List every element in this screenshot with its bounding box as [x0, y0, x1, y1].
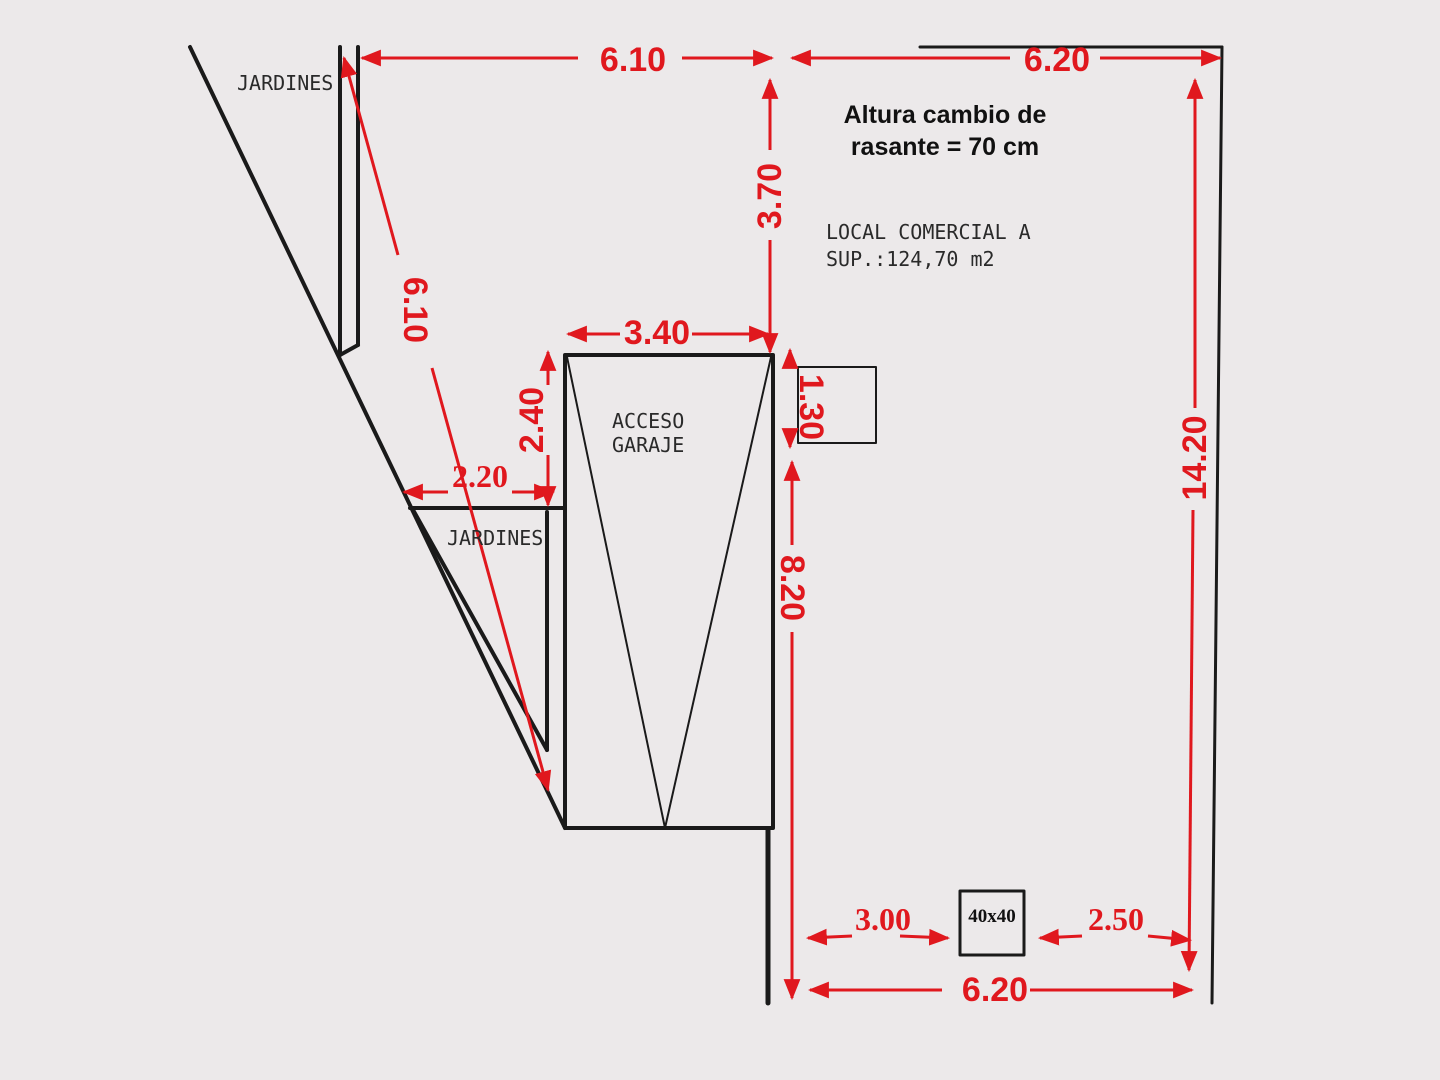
- label-box-40x40: 40x40: [968, 906, 1016, 927]
- dim-diag-down: [430, 367, 552, 793]
- dim-label-2-50: 2.50: [1088, 901, 1144, 937]
- dim-label-bottom-6-20: 6.20: [962, 971, 1028, 1009]
- dim-label-1-30: 1.30: [792, 374, 830, 440]
- dimension-labels: 6.10 6.20 3.70 3.40 6.10 2.40 2.20 1.30 …: [396, 41, 1214, 1009]
- dimension-lines: [340, 49, 1223, 1001]
- dim-3-00-left: [805, 928, 853, 946]
- note-altura-line1: Altura cambio de: [844, 101, 1047, 129]
- dim-label-2-40: 2.40: [513, 387, 551, 453]
- label-jardines-top: JARDINES: [237, 71, 333, 95]
- dim-label-14-20: 14.20: [1176, 415, 1214, 500]
- dim-label-8-20: 8.20: [773, 555, 811, 621]
- wall-vertical-join: [338, 343, 360, 357]
- dim-diag-up: [340, 55, 400, 256]
- boundary-right: [1210, 45, 1224, 1005]
- label-jardines-mid: JARDINES: [447, 526, 543, 550]
- dim-label-3-70: 3.70: [751, 163, 789, 229]
- label-garaje: GARAJE: [612, 433, 684, 457]
- dim-2-50-right: [1147, 929, 1193, 947]
- garage-diagonal-left: [566, 356, 666, 829]
- note-altura-line2: rasante = 70 cm: [851, 133, 1039, 161]
- label-superficie: SUP.:124,70 m2: [826, 247, 995, 271]
- dim-label-diagonal: 6.10: [396, 277, 434, 343]
- plan-labels: JARDINES JARDINES ACCESO GARAJE LOCAL CO…: [237, 71, 1047, 927]
- dim-label-top-right: 6.20: [1024, 41, 1090, 79]
- dim-label-2-20: 2.20: [452, 458, 508, 494]
- dim-label-top-left: 6.10: [600, 41, 666, 79]
- wall-lines: [188, 45, 1224, 1006]
- dim-label-3-40: 3.40: [624, 314, 690, 352]
- label-acceso: ACCESO: [612, 409, 684, 433]
- dim-3-00-right: [899, 928, 951, 946]
- garage-diagonal-right: [664, 356, 772, 829]
- column-box: [797, 366, 877, 444]
- boundary-diagonal: [188, 45, 567, 830]
- label-local-comercial: LOCAL COMERCIAL A: [826, 220, 1031, 244]
- garage-rect: [563, 353, 775, 830]
- box-40x40: [958, 889, 1026, 957]
- dim-label-3-00: 3.00: [855, 901, 911, 937]
- dim-14-20-down: [1180, 509, 1198, 973]
- dim-2-50-left: [1037, 928, 1083, 946]
